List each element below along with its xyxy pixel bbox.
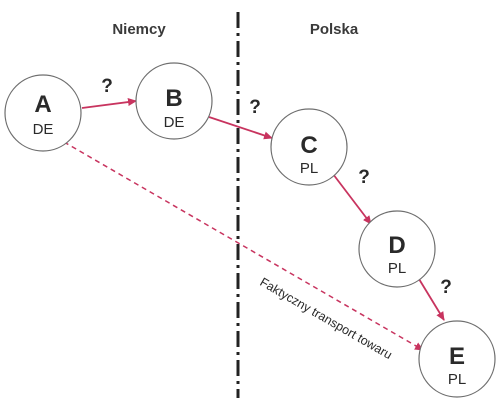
node-a: A DE bbox=[4, 74, 82, 152]
node-c: C PL bbox=[270, 108, 348, 186]
region-label-germany: Niemcy bbox=[112, 21, 166, 38]
transaction-arrow-b-c bbox=[208, 116, 273, 140]
node-a-country: DE bbox=[33, 121, 54, 138]
transaction-question-a-b: ? bbox=[101, 76, 113, 97]
node-e-country: PL bbox=[448, 371, 466, 388]
transaction-arrow-a-b bbox=[81, 98, 137, 109]
physical-transport-label: Faktyczny transport towaru bbox=[258, 275, 395, 362]
transaction-question-b-c: ? bbox=[249, 97, 261, 118]
transaction-arrow-d-e bbox=[418, 278, 445, 321]
node-c-circle bbox=[270, 108, 348, 186]
transaction-question-c-d: ? bbox=[358, 167, 370, 188]
node-a-letter: A bbox=[34, 91, 51, 118]
node-c-letter: C bbox=[300, 132, 317, 159]
node-c-country: PL bbox=[300, 160, 318, 177]
node-b: B DE bbox=[135, 62, 213, 140]
node-d-country: PL bbox=[388, 260, 406, 277]
node-b-country: DE bbox=[164, 114, 185, 131]
node-d-letter: D bbox=[388, 232, 405, 259]
node-d-circle bbox=[358, 210, 436, 288]
transaction-question-d-e: ? bbox=[440, 277, 452, 298]
region-label-poland: Polska bbox=[310, 21, 359, 38]
physical-transport-arrow bbox=[63, 141, 424, 351]
node-b-circle bbox=[135, 62, 213, 140]
node-a-circle bbox=[4, 74, 82, 152]
node-b-letter: B bbox=[165, 85, 182, 112]
node-e-circle bbox=[418, 320, 496, 398]
transaction-arrow-c-d bbox=[332, 173, 372, 225]
node-d: D PL bbox=[358, 210, 436, 288]
node-e: E PL bbox=[418, 320, 496, 398]
node-e-letter: E bbox=[449, 343, 465, 370]
